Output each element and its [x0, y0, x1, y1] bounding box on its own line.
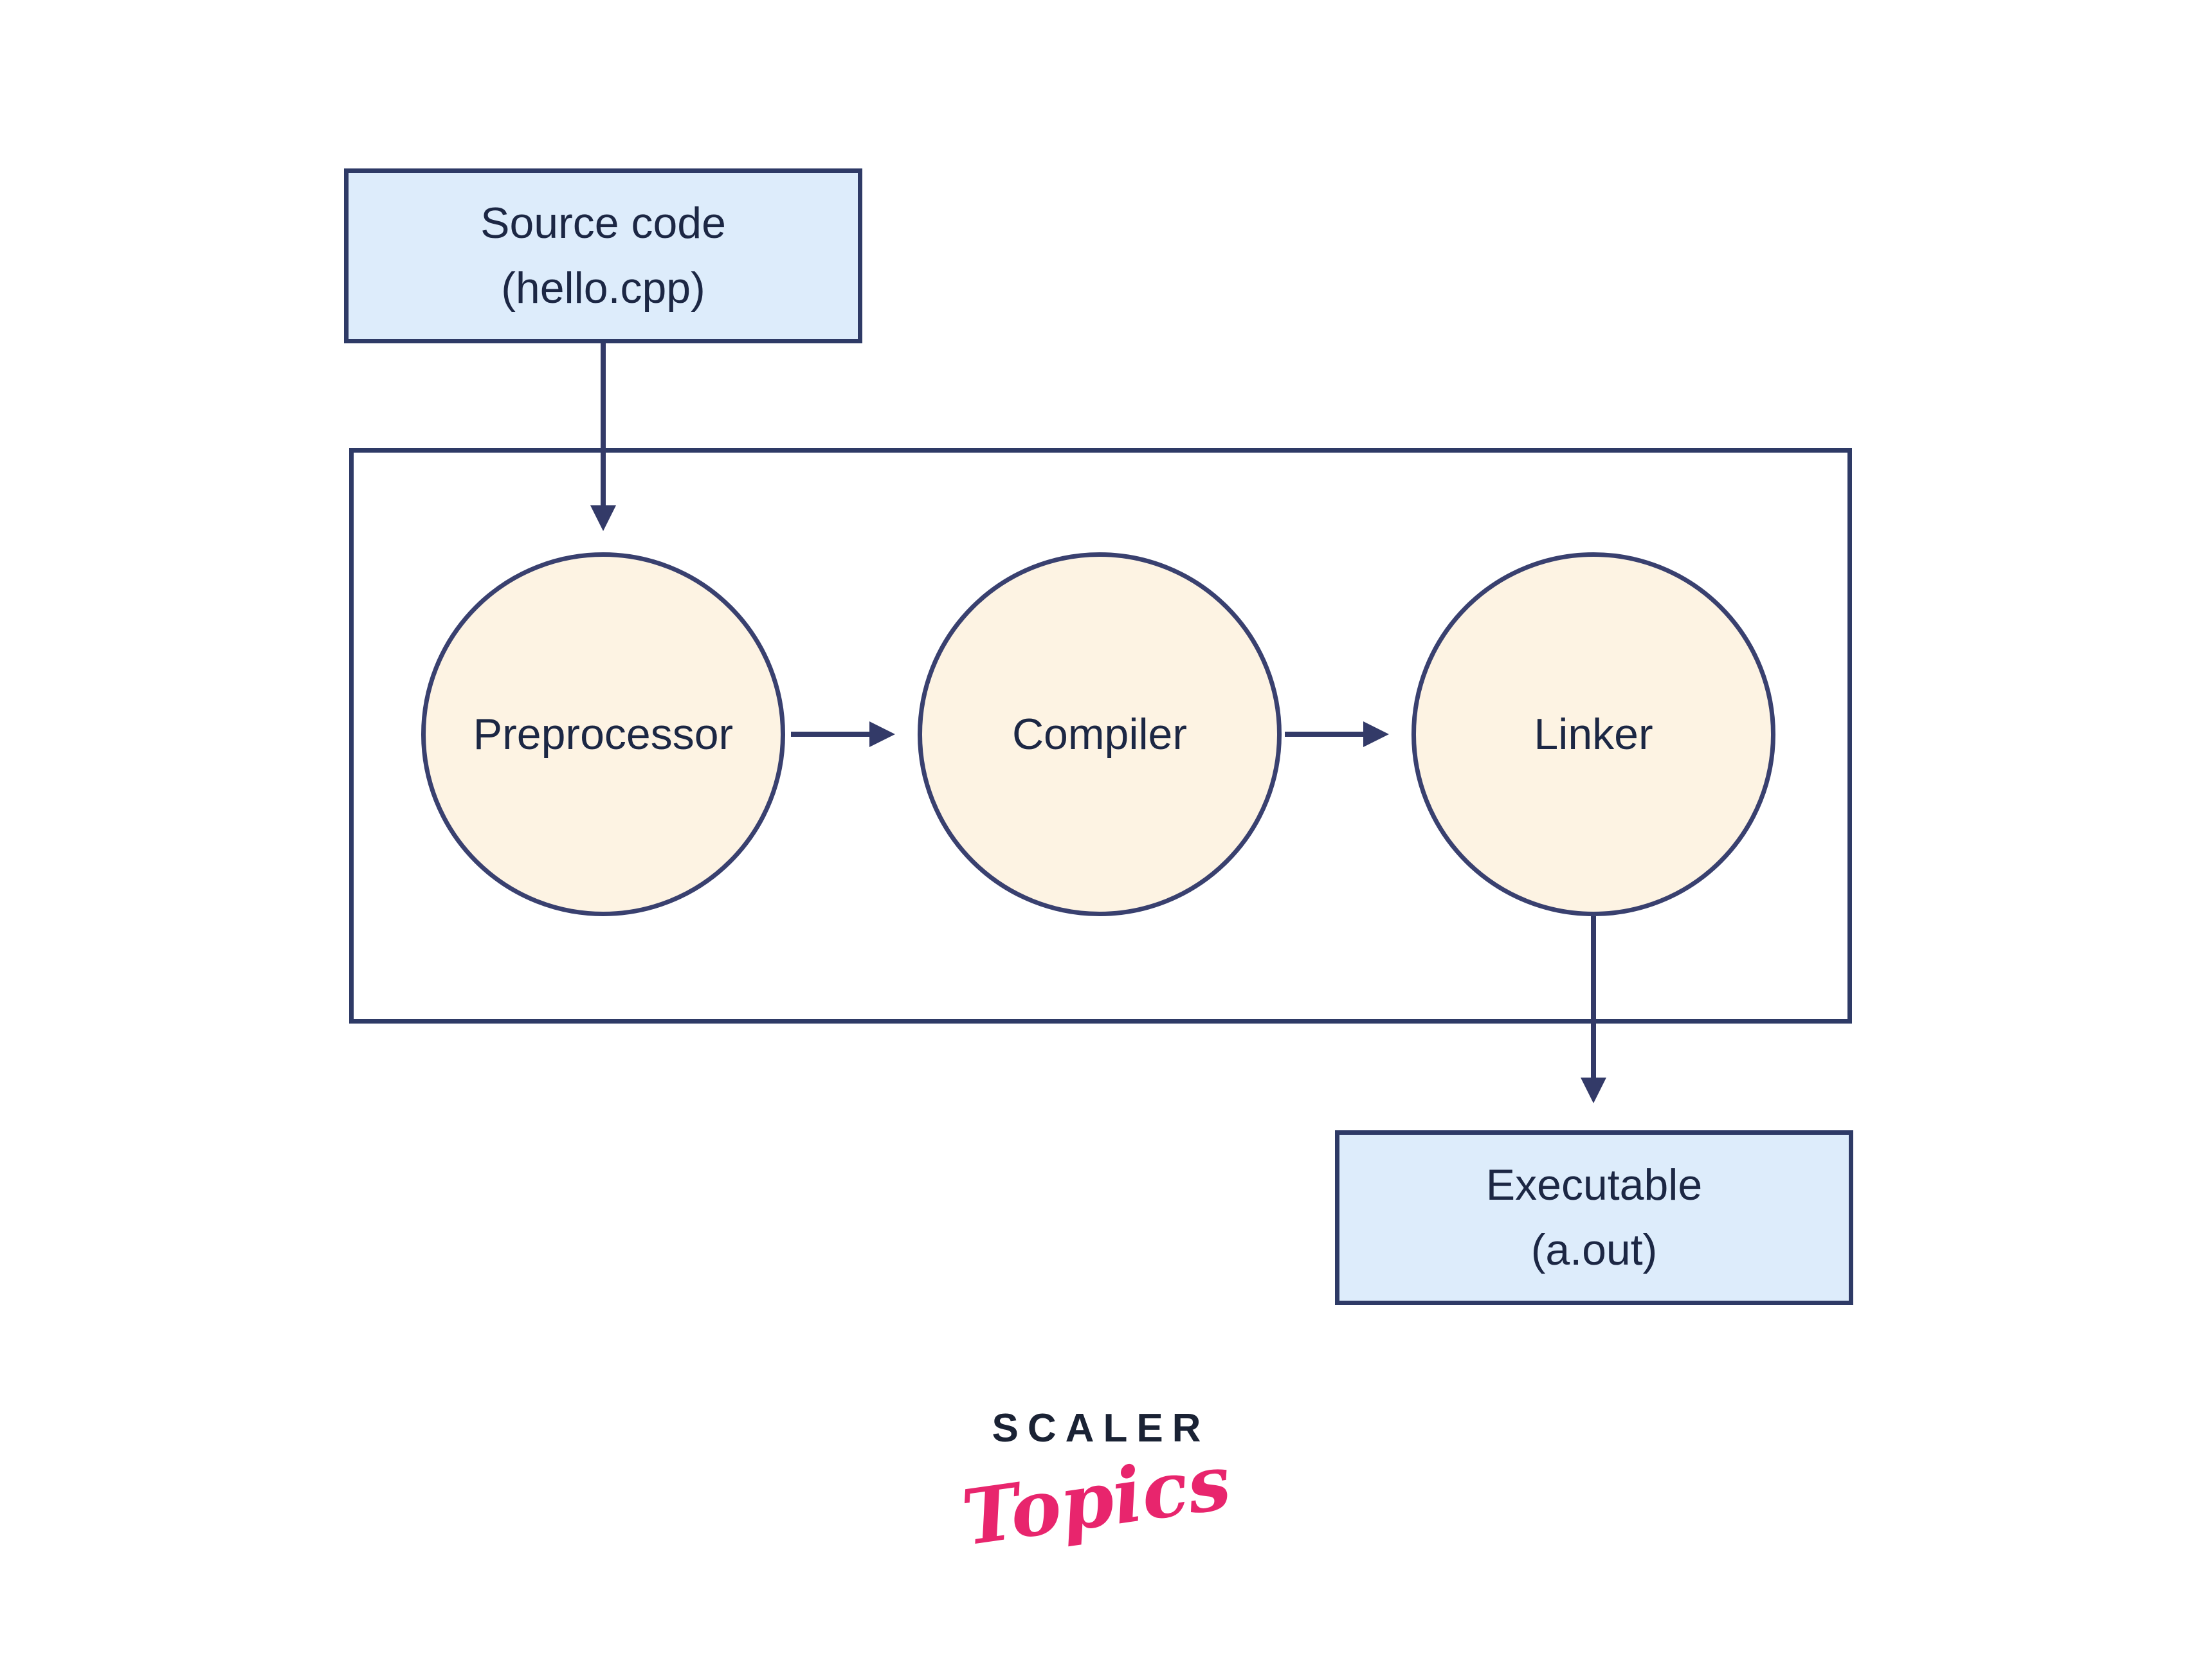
executable-box: Executable (a.out): [1335, 1130, 1853, 1305]
stage-label-linker: Linker: [1534, 710, 1653, 759]
source-code-box: Source code (hello.cpp): [344, 168, 862, 343]
scaler-wordmark: SCALER: [992, 1406, 1210, 1450]
stage-circle-preprocessor: Preprocessor: [421, 552, 785, 916]
pipeline-container-rect: [349, 448, 1852, 1024]
source-code-label-line1: Source code: [480, 199, 726, 248]
executable-label-line2: (a.out): [1530, 1225, 1658, 1274]
stage-circle-compiler: Compiler: [918, 552, 1282, 916]
scaler-topics-logo: SCALER Topics: [936, 1405, 1257, 1562]
topics-wordmark: Topics: [957, 1436, 1236, 1563]
stage-label-preprocessor: Preprocessor: [473, 710, 734, 759]
source-code-label-line2: (hello.cpp): [501, 264, 705, 312]
stage-label-compiler: Compiler: [1012, 710, 1188, 759]
stage-circle-linker: Linker: [1411, 552, 1775, 916]
executable-label-line1: Executable: [1485, 1161, 1703, 1209]
